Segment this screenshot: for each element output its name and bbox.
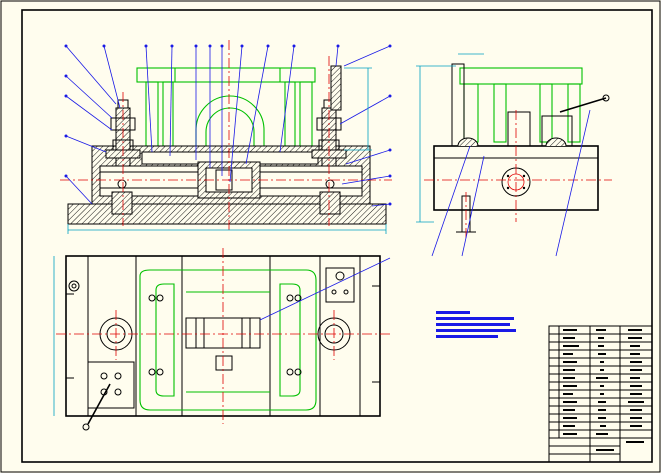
workpiece-outline [136,67,318,147]
technical-notes [436,311,516,338]
parts-list-table [548,325,653,463]
front-section-view [60,40,392,234]
top-bolt-holes [148,294,302,376]
top-workpiece-outline [139,269,317,411]
top-clamp-block [325,267,355,303]
locating-pin [330,65,342,111]
handle-block [87,361,135,409]
inner-border [21,9,653,463]
side-stud [451,63,465,147]
side-leaders [431,109,591,257]
balloon-leaders [65,45,391,207]
dimension-lines [67,67,387,234]
side-workpiece-outline [459,67,583,143]
side-handle [559,97,607,113]
base-plate [67,203,387,225]
side-view [416,53,612,257]
balloon-dots [64,44,392,206]
side-dimensions [416,53,484,223]
top-view [53,248,392,431]
top-handle [87,383,111,425]
side-cylinder-cap [507,111,531,147]
